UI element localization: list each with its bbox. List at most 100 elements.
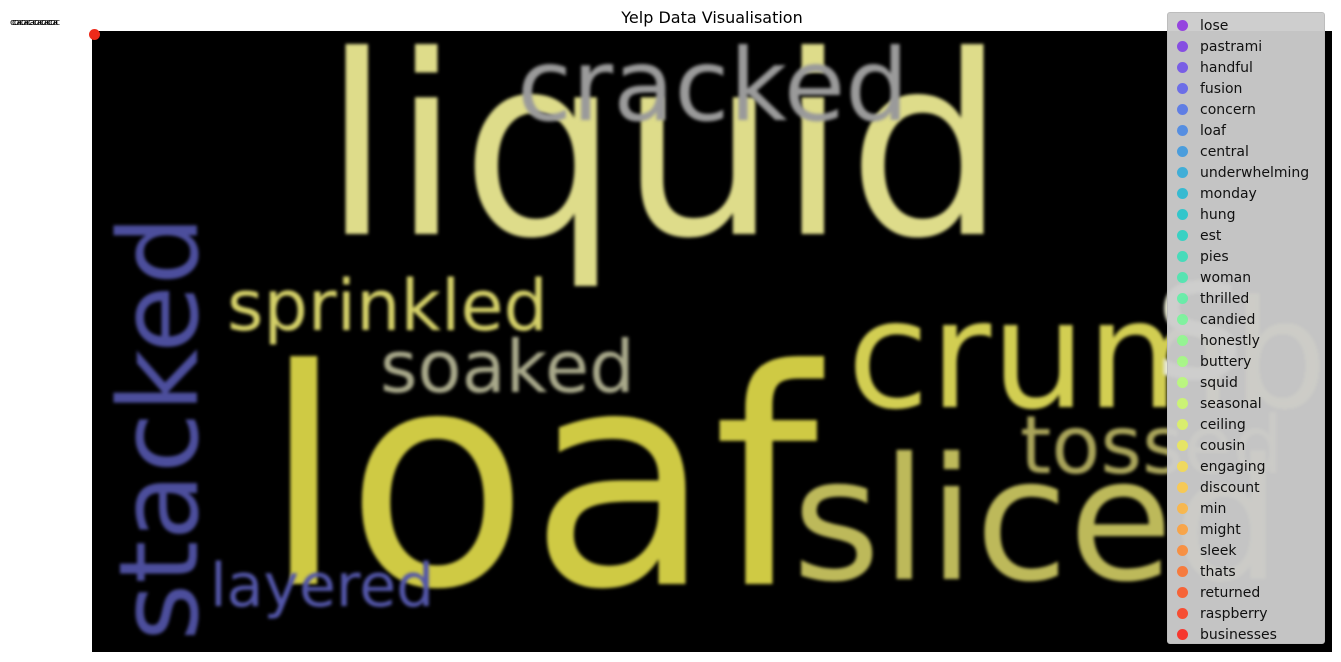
legend-label: fusion — [1200, 80, 1243, 97]
legend-item: cousin — [1168, 435, 1245, 456]
legend-marker — [1177, 125, 1188, 136]
wordcloud-word-cracked: cracked — [517, 31, 909, 144]
legend-marker — [1177, 209, 1188, 220]
wordcloud-word-sprinkled: sprinkled — [227, 265, 548, 347]
wordcloud-word-stacked: stacked — [95, 215, 223, 641]
legend-marker — [1177, 41, 1188, 52]
legend-label: handful — [1200, 59, 1253, 76]
legend-marker — [1177, 629, 1188, 640]
legend-marker — [1177, 230, 1188, 241]
legend-label: ceiling — [1200, 416, 1246, 433]
legend-item: monday — [1168, 183, 1257, 204]
legend-marker — [1177, 314, 1188, 325]
scatter-point-cluster — [89, 29, 100, 40]
legend-marker — [1177, 398, 1188, 409]
legend-marker — [1177, 503, 1188, 514]
legend-marker — [1177, 251, 1188, 262]
legend-item: buttery — [1168, 351, 1251, 372]
legend-marker — [1177, 524, 1188, 535]
legend-item: candied — [1168, 309, 1255, 330]
legend-item: handful — [1168, 57, 1253, 78]
legend-item: raspberry — [1168, 603, 1268, 624]
legend-label: pastrami — [1200, 38, 1263, 55]
chart-title: Yelp Data Visualisation — [621, 8, 803, 27]
legend-item: underwhelming — [1168, 162, 1309, 183]
legend-label: cousin — [1200, 437, 1246, 454]
legend-marker — [1177, 482, 1188, 493]
legend-marker — [1177, 146, 1188, 157]
legend-marker — [1177, 545, 1188, 556]
legend-item: might — [1168, 519, 1241, 540]
legend-marker — [1177, 566, 1188, 577]
wordcloud-word-layered: layered — [210, 551, 435, 621]
legend: lose pastrami handful fusion concern loaf cent… — [1167, 12, 1325, 644]
legend-label: lose — [1200, 17, 1229, 34]
legend-item: central — [1168, 141, 1249, 162]
legend-marker — [1177, 377, 1188, 388]
legend-marker — [1177, 104, 1188, 115]
legend-label: returned — [1200, 584, 1261, 601]
legend-item: engaging — [1168, 456, 1266, 477]
legend-label: might — [1200, 521, 1241, 538]
legend-label: min — [1200, 500, 1227, 517]
legend-item: pies — [1168, 246, 1229, 267]
legend-item: squid — [1168, 372, 1238, 393]
legend-item: ceiling — [1168, 414, 1246, 435]
legend-label: thats — [1200, 563, 1236, 580]
legend-marker — [1177, 608, 1188, 619]
legend-label: seasonal — [1200, 395, 1262, 412]
legend-label: sleek — [1200, 542, 1237, 559]
legend-label: pies — [1200, 248, 1229, 265]
legend-item: min — [1168, 498, 1226, 519]
legend-item: pastrami — [1168, 36, 1262, 57]
wordcloud-word-liquid: liquid — [322, 31, 1007, 293]
legend-item: fusion — [1168, 78, 1242, 99]
legend-marker — [1177, 419, 1188, 430]
legend-item: returned — [1168, 582, 1260, 603]
wordcloud-word-soaked: soaked — [380, 325, 635, 409]
legend-label: underwhelming — [1200, 164, 1310, 181]
overlapping-point-labels: ccoacoaccacoacoaccoac — [10, 18, 60, 28]
legend-item: sleek — [1168, 540, 1237, 561]
legend-item: honestly — [1168, 330, 1260, 351]
legend-marker — [1177, 188, 1188, 199]
legend-item: est — [1168, 225, 1221, 246]
legend-marker — [1177, 62, 1188, 73]
legend-item: thrilled — [1168, 288, 1249, 309]
legend-item: woman — [1168, 267, 1251, 288]
legend-item: thats — [1168, 561, 1236, 582]
legend-label: est — [1200, 227, 1222, 244]
legend-item: hung — [1168, 204, 1236, 225]
legend-label: engaging — [1200, 458, 1266, 475]
legend-marker — [1177, 167, 1188, 178]
legend-marker — [1177, 440, 1188, 451]
legend-label: businesses — [1200, 626, 1277, 643]
legend-marker — [1177, 272, 1188, 283]
wordcloud-image: liquidcrackedstackedsprinkledsoakedcrumb… — [92, 31, 1332, 652]
legend-label: candied — [1200, 311, 1256, 328]
legend-marker — [1177, 83, 1188, 94]
legend-label: monday — [1200, 185, 1257, 202]
legend-item: loaf — [1168, 120, 1226, 141]
legend-label: honestly — [1200, 332, 1260, 349]
legend-marker — [1177, 293, 1188, 304]
legend-label: hung — [1200, 206, 1236, 223]
legend-item: businesses — [1168, 624, 1277, 645]
legend-label: central — [1200, 143, 1249, 160]
legend-item: discount — [1168, 477, 1260, 498]
legend-marker — [1177, 587, 1188, 598]
legend-item: concern — [1168, 99, 1256, 120]
legend-label: buttery — [1200, 353, 1252, 370]
legend-label: squid — [1200, 374, 1238, 391]
legend-item: seasonal — [1168, 393, 1262, 414]
legend-label: discount — [1200, 479, 1260, 496]
legend-label: raspberry — [1200, 605, 1268, 622]
legend-item: lose — [1168, 15, 1228, 36]
wordcloud-word-loaf: loaf — [262, 306, 819, 652]
legend-label: concern — [1200, 101, 1256, 118]
legend-marker — [1177, 461, 1188, 472]
legend-marker — [1177, 335, 1188, 346]
legend-marker — [1177, 356, 1188, 367]
legend-label: loaf — [1200, 122, 1226, 139]
legend-label: woman — [1200, 269, 1252, 286]
